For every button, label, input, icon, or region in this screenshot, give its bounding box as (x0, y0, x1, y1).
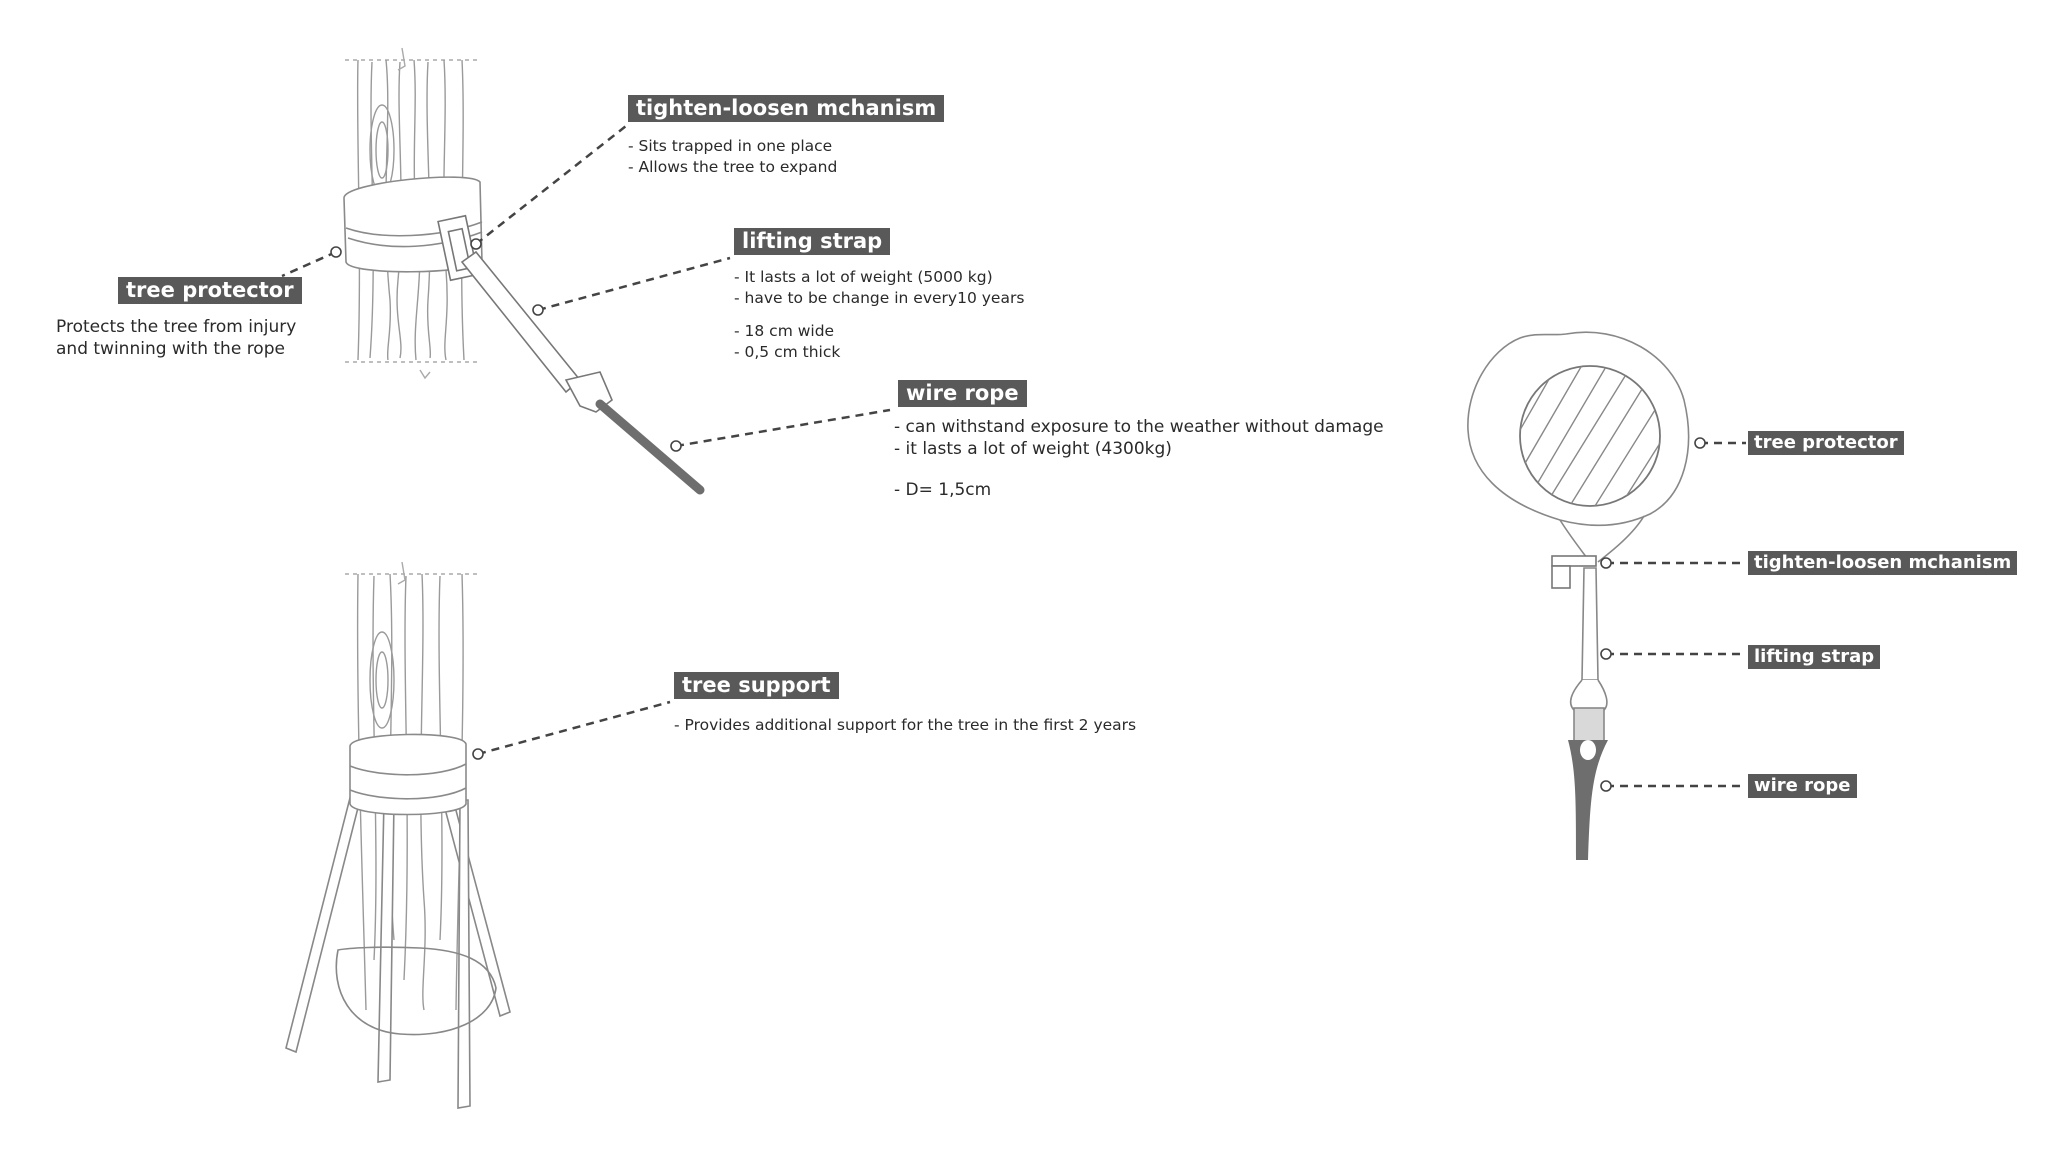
label-tree-support: tree support (674, 672, 839, 699)
support-stakes (285, 787, 511, 1109)
tree-trunk-upper (345, 47, 480, 380)
note-line: Protects the tree from injury (56, 317, 297, 337)
note-line: - can withstand exposure to the weather … (894, 417, 1384, 437)
top-view-label-lifting-strap: lifting strap (1748, 645, 1881, 669)
note-line: - D= 1,5cm (894, 480, 992, 500)
leader-endpoints-top-view (1600, 437, 1706, 792)
note-line: - Sits trapped in one place (628, 137, 833, 155)
note-line: - it lasts a lot of weight (4300kg) (894, 439, 1172, 459)
leader-endpoint-support (472, 748, 484, 760)
notes-tree-protector: Protects the tree from injury and twinni… (56, 316, 296, 360)
leader-lines-top-view (1606, 441, 1746, 788)
notes-lifting-strap: - It lasts a lot of weight (5000 kg) - h… (734, 267, 1024, 309)
leader-line-support (477, 700, 671, 756)
note-line: - Allows the tree to expand (628, 158, 838, 176)
note-line: - It lasts a lot of weight (5000 kg) (734, 268, 993, 286)
label-tighten-loosen-mechanism: tighten-loosen mchanism (628, 95, 945, 122)
lifting-strap-upper (460, 250, 613, 413)
note-line: and twinning with the rope (56, 339, 285, 359)
notes-tree-support: - Provides additional support for the tr… (674, 715, 1136, 736)
top-view-trunk (1519, 365, 1661, 507)
leader-endpoints-upper (330, 238, 682, 452)
tree-support-band (349, 733, 467, 816)
note-line: - have to be change in every10 years (734, 289, 1025, 307)
label-tree-protector: tree protector (118, 277, 302, 304)
wire-rope-upper (595, 399, 705, 495)
note-line: - 0,5 cm thick (734, 343, 841, 361)
notes-tighten-loosen-mechanism: - Sits trapped in one place - Allows the… (628, 136, 837, 178)
dims-lifting-strap: - 18 cm wide - 0,5 cm thick (734, 321, 840, 363)
note-line: - Provides additional support for the tr… (674, 716, 1137, 734)
top-view-label-tree-protector: tree protector (1748, 431, 1904, 455)
dims-wire-rope: - D= 1,5cm (894, 479, 991, 501)
top-view-rope (1568, 740, 1608, 860)
notes-wire-rope: - can withstand exposure to the weather … (894, 416, 1384, 460)
label-lifting-strap: lifting strap (734, 228, 891, 255)
top-view-label-tighten-loosen-mechanism: tighten-loosen mchanism (1748, 551, 2018, 575)
label-wire-rope: wire rope (898, 380, 1027, 407)
note-line: - 18 cm wide (734, 322, 835, 340)
top-view-label-wire-rope: wire rope (1748, 774, 1857, 798)
leader-lines-upper (281, 125, 891, 448)
top-view-mechanism (1551, 555, 1597, 589)
